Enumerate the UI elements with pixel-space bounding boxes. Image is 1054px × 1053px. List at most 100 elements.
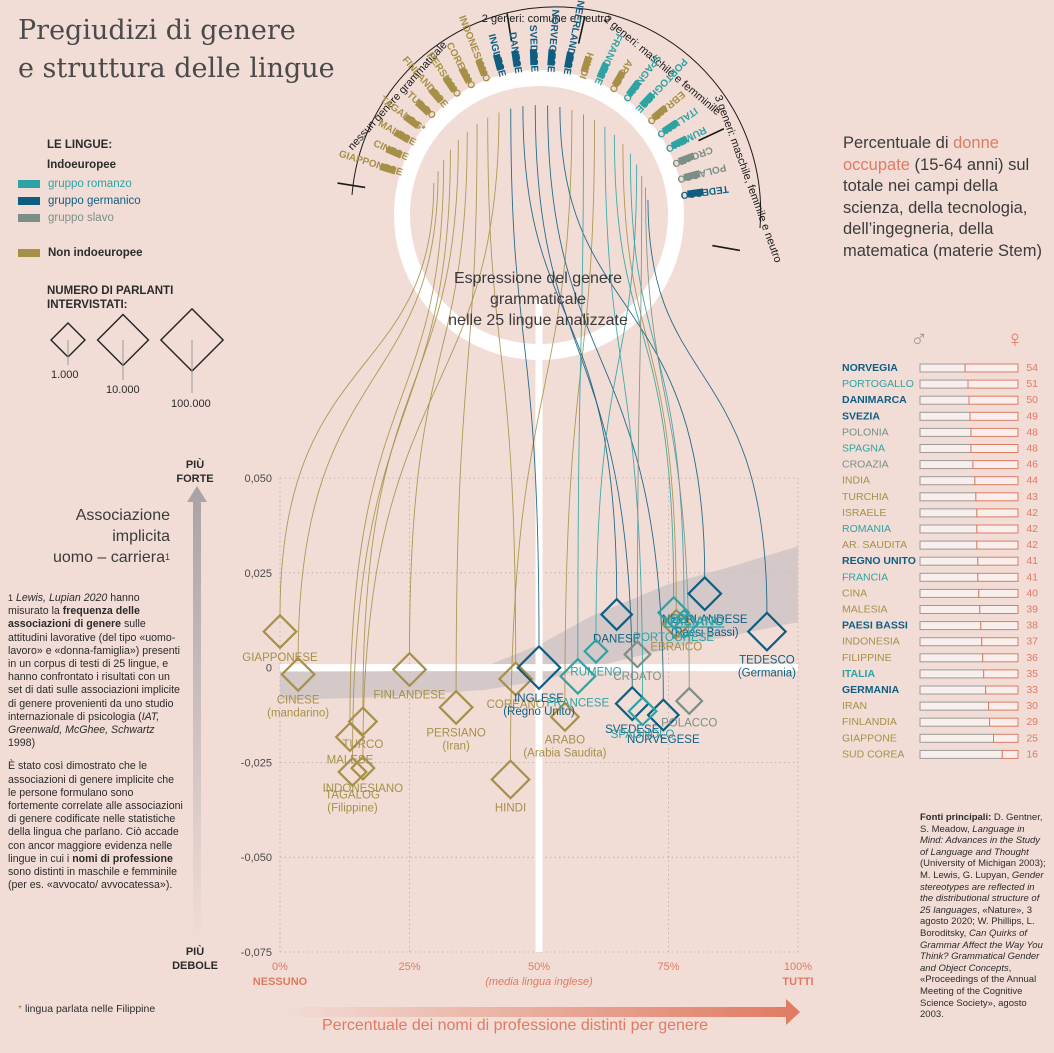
title-line-2: e struttura delle lingue <box>18 53 335 84</box>
language-tick <box>393 129 411 144</box>
stem-bar-female <box>969 411 1019 421</box>
yaxis-title-line: implicita <box>112 528 170 545</box>
legend-item-non-indo: Non indoeuropee <box>18 247 143 259</box>
footnote-text: lingua parlata nelle Filippine <box>25 1003 156 1015</box>
stem-bar-male <box>919 427 972 437</box>
circle-language-label: DANESE <box>506 32 523 75</box>
scatter-points: GIAPPONESECINESE(mandarino)FINLANDESECOR… <box>242 575 796 815</box>
stem-value: 54 <box>1026 362 1038 374</box>
size-label-1000: 1.000 <box>51 369 79 381</box>
note-paragraph-2: È stato così dimostrato che le associazi… <box>8 760 183 892</box>
stem-bar-female <box>988 701 1019 711</box>
point-label: GIAPPONESE <box>242 652 318 664</box>
point-marker <box>334 721 366 753</box>
point-rumeno: RUMENO <box>570 638 622 678</box>
title-line-1: Pregiudizi di genere <box>18 15 296 46</box>
stem-value: 42 <box>1026 539 1038 551</box>
sector-divider <box>698 128 725 142</box>
language-tick <box>493 53 504 71</box>
stem-value: 33 <box>1026 684 1038 696</box>
stem-bar-female <box>967 379 1019 389</box>
xaxis-arrow <box>280 999 800 1025</box>
stem-bar-female <box>983 669 1019 679</box>
stem-bar-male <box>919 492 977 502</box>
point-label: TAGALOG <box>325 790 380 802</box>
stem-value: 42 <box>1026 507 1038 519</box>
stem-bar-female <box>982 653 1019 663</box>
xaxis-title: Percentuale dei nomi di professione dist… <box>322 1017 709 1034</box>
connector-line <box>522 106 618 600</box>
sector-divider <box>337 182 366 189</box>
legend-item-romanzo: gruppo romanzo <box>18 178 132 190</box>
point-francese: FRANCESE <box>547 657 610 710</box>
stem-country-label: PORTOGALLO <box>842 378 914 390</box>
language-tick <box>547 49 556 66</box>
yaxis-bottom-label: PIÙ DEBOLE <box>170 945 220 973</box>
point-tedesco: TEDESCO(Germania) <box>738 611 796 679</box>
stem-bar-male <box>919 363 966 373</box>
note-authors: Lewis, Lupian 2020 <box>15 592 108 604</box>
sector-label: 3 generi: maschile, femmile e neutro <box>712 94 784 265</box>
connector-line <box>534 105 633 688</box>
sources-text: , «Proceedings of the Annual Meeting of … <box>920 962 1037 1021</box>
point-giapponese: GIAPPONESE <box>242 613 318 664</box>
yaxis-top-line: PIÙ <box>185 459 205 471</box>
legend-subheading: Indoeuropee <box>47 159 117 171</box>
stem-value: 48 <box>1026 426 1038 438</box>
note-cite: IAT, Greenwald, McGhee, Schwartz <box>8 710 160 737</box>
stem-bar-female <box>968 395 1019 405</box>
sources-title: Language in Mind: Advances in the Study … <box>920 823 1041 858</box>
stem-value: 46 <box>1026 459 1038 471</box>
stem-value: 42 <box>1026 523 1038 535</box>
female-icon: ♀ <box>1006 326 1024 353</box>
connector-line <box>510 108 540 647</box>
yaxis-title-line: Associazione <box>75 507 170 524</box>
stem-title: Percentuale di donne occupate (15-64 ann… <box>843 133 1043 262</box>
point-sublabel: (Paesi Bassi) <box>671 627 739 639</box>
point-marker <box>614 685 651 722</box>
stem-bar-female <box>974 476 1019 486</box>
stem-bar-female <box>977 556 1019 566</box>
language-tick <box>580 55 593 73</box>
point-marker <box>262 613 298 650</box>
note-text: sulle attitudini lavorative (del tipo «u… <box>8 618 180 723</box>
stem-value: 36 <box>1026 652 1038 664</box>
stem-country-label: DANIMARCA <box>842 394 907 406</box>
point-label: PERSIANO <box>426 728 485 740</box>
language-tick <box>379 163 397 175</box>
connector-line <box>604 126 644 698</box>
point-label: FRANCESE <box>547 698 610 710</box>
size-legend-medium <box>96 313 150 380</box>
stem-row-danimarca: DANIMARCA 50 <box>842 394 1038 406</box>
stem-bar-female <box>972 460 1019 470</box>
xtick-label: 25% <box>398 961 420 973</box>
point-label: SVEDESE <box>605 724 660 736</box>
stem-country-label: ISRAELE <box>842 507 886 519</box>
stem-bar-male <box>919 717 991 727</box>
stem-country-label: ROMANIA <box>842 523 891 535</box>
stem-value: 35 <box>1026 668 1038 680</box>
connector-line <box>564 120 596 704</box>
point-label: RUMENO <box>570 666 621 678</box>
stem-value: 50 <box>1026 394 1038 406</box>
stem-bar-female <box>1001 749 1019 759</box>
footnote: * lingua parlata nelle Filippine <box>18 1003 155 1015</box>
point-marker <box>280 656 316 693</box>
sources-title: Gender stereotypes are reflected in the … <box>920 869 1044 916</box>
point-norvegese: NORVEGESE <box>627 698 700 746</box>
point-marker <box>746 611 788 652</box>
connector-line <box>577 114 584 660</box>
point-sublabel: (mandarino) <box>267 708 329 720</box>
point-hindi: HINDI <box>490 759 531 814</box>
point-label: COREANO <box>487 699 545 711</box>
stem-bar-male <box>919 444 972 453</box>
point-label: INDONESIANO <box>323 783 404 795</box>
sector-label: 2 generi: comune e neutro <box>482 13 610 25</box>
